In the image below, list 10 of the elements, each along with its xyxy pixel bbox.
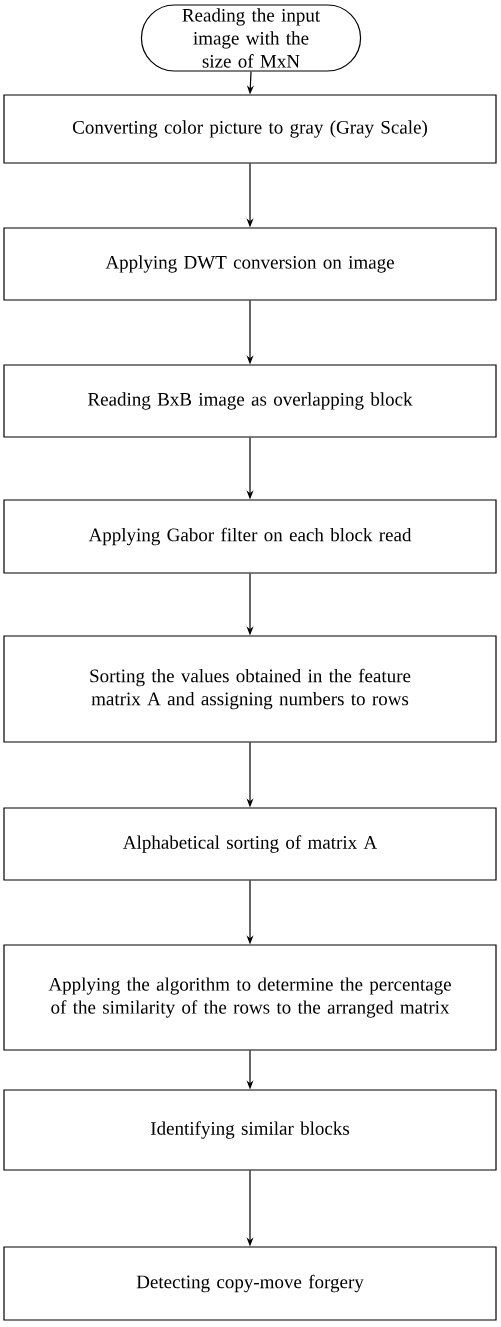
start-terminal: Reading the input image with the size of MxN [140,4,362,72]
process-box: Reading BxB image as overlapping block [3,364,497,438]
process-box: Converting color picture to gray (Gray Scale) [3,94,497,164]
process-box: Sorting the values obtained in the feature matrix A and assigning numbers to rows [3,635,497,743]
process-box: Applying Gabor filter on each block read [3,499,497,574]
process-box: Applying DWT conversion on image [3,227,497,301]
process-box: Identifying similar blocks [3,1089,497,1171]
process-box: Alphabetical sorting of matrix A [3,807,497,881]
process-box: Applying the algorithm to determine the percentage of the similarity of the rows to the arranged matrix [3,944,497,1051]
process-box: Detecting copy-move forgery [3,1246,497,1321]
